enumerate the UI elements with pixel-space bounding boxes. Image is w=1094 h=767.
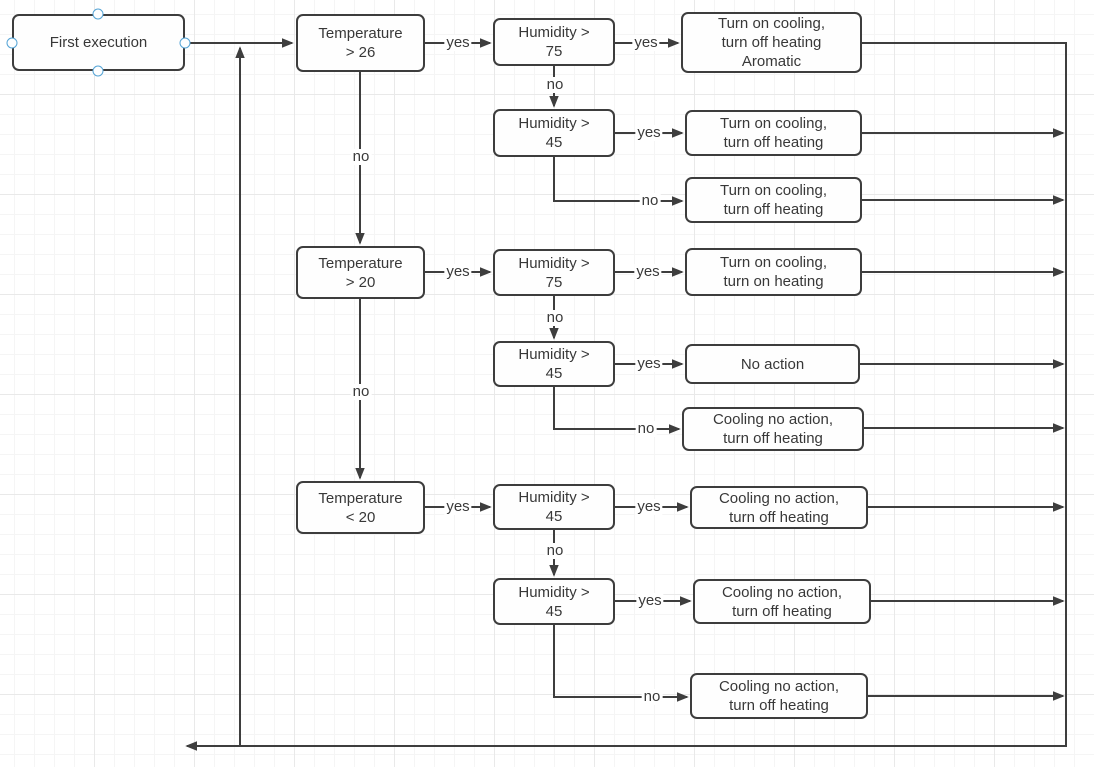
node-humidity-gt-75-row1[interactable]: Humidity > 75 [493, 18, 615, 66]
node-action-no-action[interactable]: No action [685, 344, 860, 384]
connection-handle-left[interactable] [6, 37, 18, 49]
edge-label-no[interactable]: no [639, 192, 661, 209]
node-action-cooling-offheat-1[interactable]: Turn on cooling, turn off heating [685, 110, 862, 156]
node-action-noaction-offheat-1[interactable]: Cooling no action, turn off heating [682, 407, 864, 451]
node-humidity-gt-45-row7[interactable]: Humidity > 45 [493, 484, 615, 530]
edge-label-yes[interactable]: yes [632, 34, 660, 51]
node-humidity-gt-45-row5[interactable]: Humidity > 45 [493, 341, 615, 387]
edge-hum45b-no[interactable] [553, 387, 679, 429]
node-temperature-lt-20[interactable]: Temperature < 20 [296, 481, 425, 534]
node-humidity-gt-45-row8[interactable]: Humidity > 45 [493, 578, 615, 625]
edge-label-yes[interactable]: yes [444, 263, 472, 280]
edge-label-no[interactable]: no [544, 542, 566, 559]
edge-label-yes[interactable]: yes [635, 124, 663, 141]
edge-act1-to-loop[interactable] [187, 42, 1067, 746]
edge-label-yes[interactable]: yes [636, 592, 664, 609]
node-action-noaction-offheat-4[interactable]: Cooling no action, turn off heating [690, 673, 868, 719]
edge-label-yes[interactable]: yes [444, 34, 472, 51]
node-action-noaction-offheat-2[interactable]: Cooling no action, turn off heating [690, 486, 868, 529]
connection-handle-right[interactable] [179, 37, 191, 49]
edge-label-no[interactable]: no [350, 148, 372, 165]
edge-hum45a-no[interactable] [553, 157, 682, 201]
edge-label-yes[interactable]: yes [444, 498, 472, 515]
edge-label-no[interactable]: no [641, 688, 663, 705]
node-action-cooling-offheat-2[interactable]: Turn on cooling, turn off heating [685, 177, 862, 223]
node-first-execution[interactable]: First execution [12, 14, 185, 71]
edge-label-no[interactable]: no [544, 76, 566, 93]
node-action-noaction-offheat-3[interactable]: Cooling no action, turn off heating [693, 579, 871, 624]
edge-label-no[interactable]: no [544, 309, 566, 326]
node-temperature-gt-26[interactable]: Temperature > 26 [296, 14, 425, 72]
connection-handle-bottom[interactable] [92, 65, 104, 77]
edge-label-yes[interactable]: yes [635, 498, 663, 515]
edge-label-no[interactable]: no [350, 383, 372, 400]
edge-label-no[interactable]: no [635, 420, 657, 437]
edge-hum45d-no[interactable] [553, 625, 687, 697]
edge-label-yes[interactable]: yes [635, 355, 663, 372]
node-temperature-gt-20[interactable]: Temperature > 20 [296, 246, 425, 299]
node-action-cooling-offheat-aromatic[interactable]: Turn on cooling, turn off heating Aromat… [681, 12, 862, 73]
edge-label-yes[interactable]: yes [634, 263, 662, 280]
node-humidity-gt-45-row2[interactable]: Humidity > 45 [493, 109, 615, 157]
node-action-cooling-onheat[interactable]: Turn on cooling, turn on heating [685, 248, 862, 296]
connection-handle-top[interactable] [92, 8, 104, 20]
node-humidity-gt-75-row4[interactable]: Humidity > 75 [493, 249, 615, 296]
